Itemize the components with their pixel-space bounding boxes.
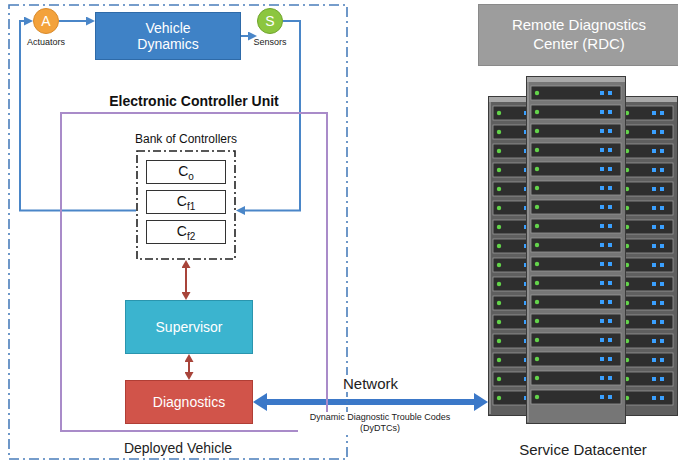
controller-box: Cf2 [146, 220, 226, 244]
controller-unit: Electronic Controller UnitBank of Contro… [60, 112, 328, 432]
subscript-label: o [188, 171, 194, 182]
node-label: Remote Diagnostics Center (RDC) [479, 16, 678, 54]
node-label: C [177, 193, 187, 209]
node-label: Electronic Controller Unit [42, 93, 346, 109]
connector-arrow [267, 399, 474, 405]
connector-arrow [185, 268, 187, 292]
text-group: Co [147, 162, 225, 182]
server-racks: Service Datacenter [488, 74, 678, 460]
edge-label: Network [340, 375, 401, 392]
sensor-circle: SSensors [257, 8, 283, 34]
subscript-label: f1 [187, 201, 195, 212]
process-box: Diagnostics [125, 380, 253, 424]
controller-bank: Bank of ControllersCoCf1Cf2 [136, 150, 236, 260]
vehicle-boundary: Deployed VehicleAActuatorsVehicle Dynami… [8, 4, 348, 460]
node-label: Vehicle Dynamics [96, 20, 240, 52]
actuator-circle: AActuators [33, 8, 59, 34]
node-caption: Actuators [9, 37, 83, 47]
connector-arrow [241, 35, 248, 37]
node-label: A [34, 13, 58, 29]
node-label: Service Datacenter [488, 441, 678, 458]
server-illustration [488, 74, 678, 460]
datacenter-banner: Remote Diagnostics Center (RDC) [478, 4, 678, 66]
node-label: Bank of Controllers [106, 132, 266, 146]
node-label: Deployed Vehicle [8, 440, 348, 456]
node-label: Supervisor [126, 319, 252, 335]
connector-arrow [245, 21, 300, 211]
controller-box: Co [146, 160, 226, 184]
node-caption: Sensors [233, 37, 307, 47]
subscript-label: f2 [187, 231, 195, 242]
signal-label: Dynamic Diagnostic Trouble Codes (DyDTCs… [298, 412, 462, 435]
node-label: C [178, 163, 188, 179]
text-group: Cf2 [147, 222, 225, 242]
node-label: C [177, 223, 187, 239]
process-box: Supervisor [125, 300, 253, 354]
node-label: S [258, 13, 282, 29]
node-label: Diagnostics [126, 394, 252, 410]
connector-arrow [188, 362, 190, 372]
controller-box: Cf1 [146, 190, 226, 214]
connector-arrow [59, 20, 86, 22]
process-box: Vehicle Dynamics [95, 12, 241, 60]
text-group: Cf1 [147, 192, 225, 212]
